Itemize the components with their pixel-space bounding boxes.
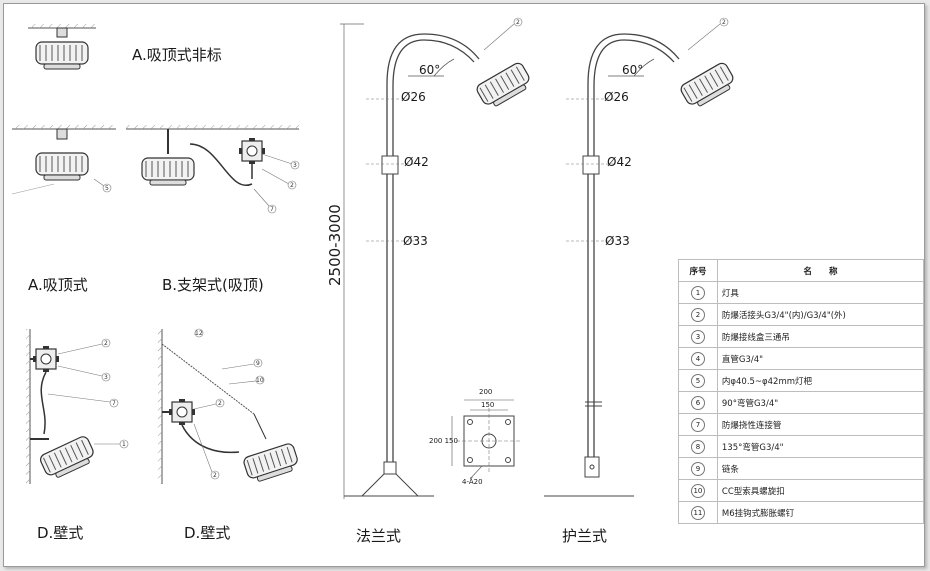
base-holes: 4-Ă20 [462, 478, 483, 486]
row-number: 1 [690, 285, 705, 300]
dia-26-dim-1: Ø26 [401, 90, 426, 104]
row-number: 3 [690, 329, 705, 344]
label-guard-flange: 护兰式 [562, 527, 608, 545]
svg-text:2: 2 [516, 19, 520, 26]
svg-text:2: 2 [290, 182, 294, 189]
svg-text:7: 7 [270, 206, 274, 213]
table-row: 4 直管G3/4" [678, 347, 924, 370]
row-name: 135°弯管G3/4" [716, 435, 924, 458]
row-name: 直管G3/4" [716, 347, 924, 370]
row-number: 6 [690, 395, 705, 410]
svg-text:2: 2 [218, 400, 222, 407]
label-ceiling: A.吸顶式 [28, 276, 88, 294]
svg-text:5: 5 [105, 185, 109, 192]
angle-dim-2: 60° [622, 63, 644, 77]
row-number: 8 [690, 439, 705, 454]
row-number: 11 [690, 505, 705, 520]
row-name: 链条 [716, 457, 924, 480]
label-wall-1: D.壁式 [37, 524, 84, 542]
wall-fixture-1: 2 3 7 1 [26, 329, 129, 484]
row-name: 防爆活接头G3/4"(内)/G3/4"(外) [716, 303, 924, 326]
row-number: 7 [690, 417, 705, 432]
svg-text:2: 2 [213, 472, 217, 479]
height-dimension: 2500-3000 [326, 204, 344, 286]
base-side-dims: 200 150 [429, 437, 458, 445]
row-number: 4 [690, 351, 705, 366]
base-width-200: 200 [479, 388, 493, 396]
row-name: M6挂钩式膨胀螺钉 [716, 501, 924, 524]
svg-text:12: 12 [195, 330, 203, 337]
svg-text:2: 2 [722, 19, 726, 26]
flange-pole: 2 [340, 17, 535, 499]
ceiling-nonstandard-fixture [28, 24, 96, 70]
base-plate-detail [451, 399, 522, 480]
row-name: 防爆挠性连接管 [716, 413, 924, 436]
table-row: 9 链条 [678, 457, 924, 480]
dia-42-dim-1: Ø42 [404, 155, 429, 169]
dia-33-dim-2: Ø33 [605, 234, 630, 248]
table-row: 10 CC型索具螺旋扣 [678, 479, 924, 502]
label-wall-2: D.壁式 [184, 524, 231, 542]
row-number: 2 [690, 307, 705, 322]
table-row: 11 M6挂钩式膨胀螺钉 [678, 501, 924, 524]
installation-drawing: 5 3 2 7 2 3 7 [11, 17, 739, 499]
row-name: 防爆接线盒三通吊 [716, 325, 924, 348]
row-number: 9 [690, 461, 705, 476]
svg-text:3: 3 [293, 162, 297, 169]
svg-text:10: 10 [256, 377, 264, 384]
table-row: 6 90°弯管G3/4" [678, 391, 924, 414]
row-name: 内φ40.5~φ42mm灯杷 [716, 369, 924, 392]
svg-text:3: 3 [104, 374, 108, 381]
header-no: 序号 [678, 259, 718, 282]
label-ceiling-nonstandard: A.吸顶式非标 [132, 46, 222, 64]
guard-flange-pole: 2 [544, 17, 739, 497]
svg-text:7: 7 [112, 400, 116, 407]
row-name: 灯具 [716, 281, 924, 304]
svg-text:9: 9 [256, 360, 260, 367]
table-row: 7 防爆挠性连接管 [678, 413, 924, 436]
row-number: 5 [690, 373, 705, 388]
header-name: 名 称 [716, 259, 924, 282]
label-bracket: B.支架式(吸顶) [162, 276, 264, 294]
table-row: 3 防爆接线盒三通吊 [678, 325, 924, 348]
svg-text:1: 1 [122, 441, 126, 448]
svg-text:2: 2 [104, 340, 108, 347]
table-row: 1 灯具 [678, 281, 924, 304]
dia-33-dim-1: Ø33 [403, 234, 428, 248]
dia-26-dim-2: Ø26 [604, 90, 629, 104]
parts-table: 序号 名 称 1 灯具 2 防爆活接头G3/4"(内)/G3/4"(外) 3 防爆接线… [678, 259, 924, 524]
table-row: 2 防爆活接头G3/4"(内)/G3/4"(外) [678, 303, 924, 326]
dia-42-dim-2: Ø42 [607, 155, 632, 169]
ceiling-fixture: 5 [11, 125, 116, 195]
table-row: 5 内φ40.5~φ42mm灯杷 [678, 369, 924, 392]
label-flange: 法兰式 [356, 527, 402, 545]
base-width-150: 150 [481, 401, 495, 409]
angle-dim-1: 60° [419, 63, 441, 77]
wall-fixture-2: 12 9 10 2 2 [158, 328, 301, 485]
row-name: CC型索具螺旋扣 [716, 479, 924, 502]
row-number: 10 [690, 483, 705, 498]
table-header-row: 序号 名 称 [678, 259, 924, 282]
table-row: 8 135°弯管G3/4" [678, 435, 924, 458]
bracket-fixture: 3 2 7 [126, 125, 300, 214]
row-name: 90°弯管G3/4" [716, 391, 924, 414]
diagram-frame: 5 3 2 7 2 3 7 [3, 3, 925, 567]
